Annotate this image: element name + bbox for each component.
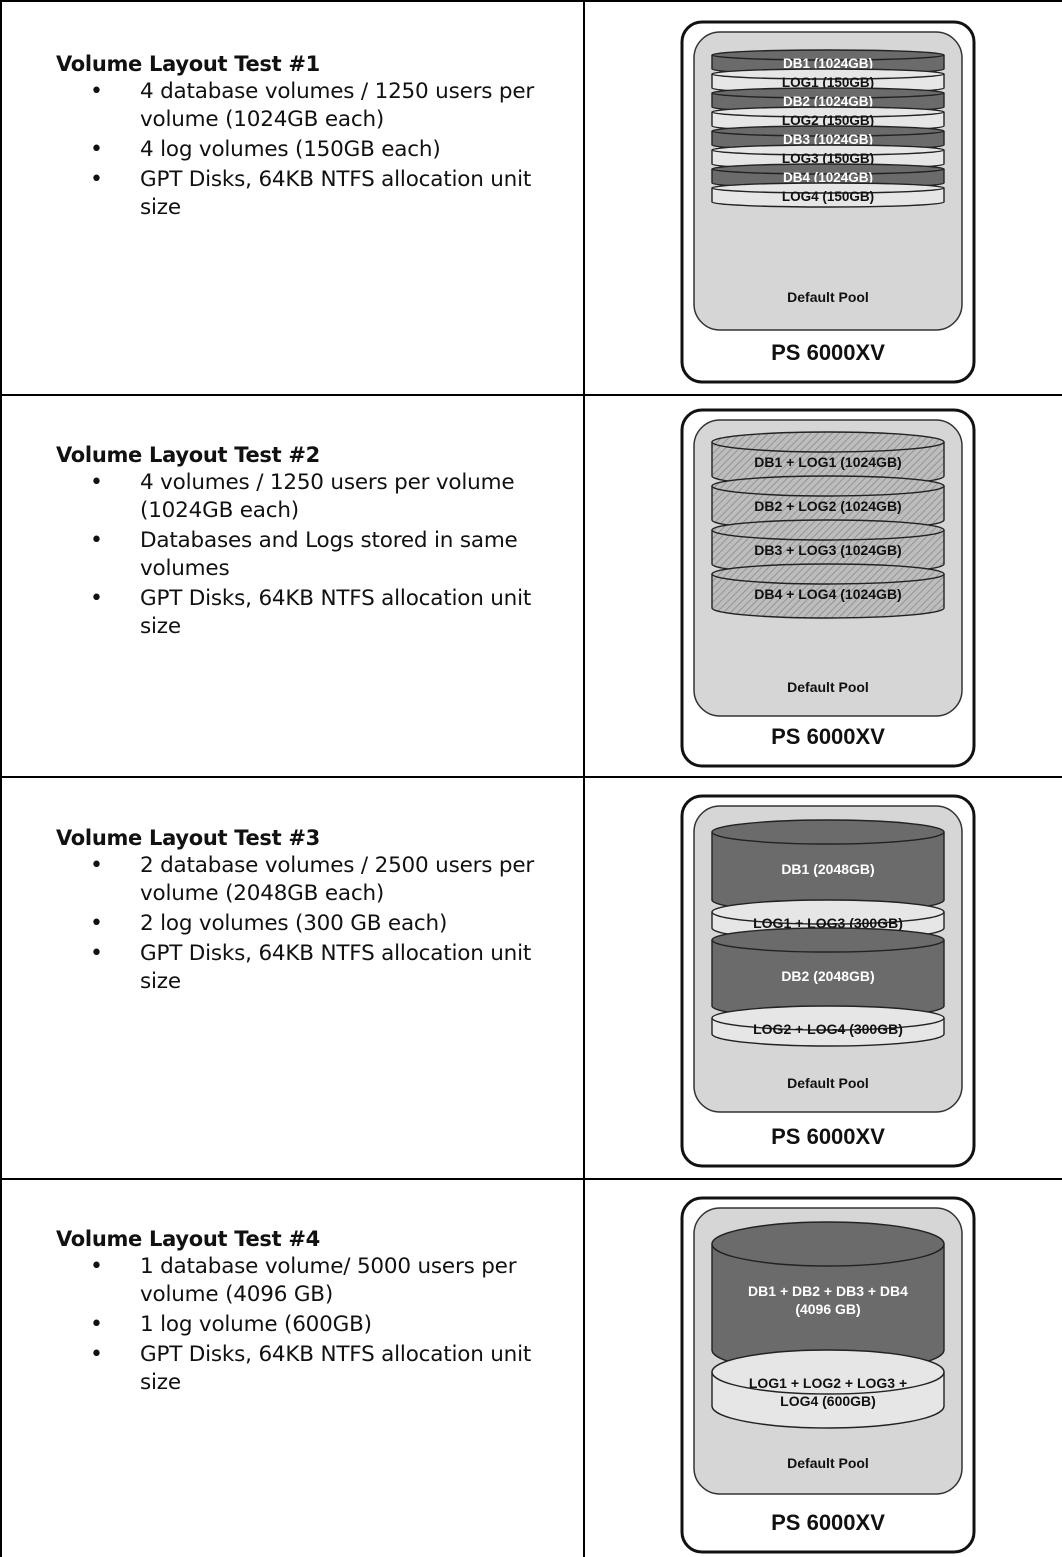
volume-label: DB1 + LOG1 (1024GB) xyxy=(754,454,901,470)
pool-label: Default Pool xyxy=(787,289,869,305)
test-4-diagram: DB1 + DB2 + DB3 + DB4(4096 GB) LOG1 + LOG… xyxy=(680,1196,976,1554)
bullet-icon: • xyxy=(90,911,103,936)
list-item: •GPT Disks, 64KB NTFS allocation unit si… xyxy=(90,167,532,220)
array-model-label: PS 6000XV xyxy=(771,340,885,365)
row-divider-3 xyxy=(0,1178,1062,1180)
volume-label: DB4 (1024GB) xyxy=(783,170,873,185)
list-item: •1 database volume/ 5000 users per volum… xyxy=(90,1254,517,1307)
storage-array-diagram: DB1 (2048GB) LOG1 + LOG3 (300GB) DB2 (2048… xyxy=(680,794,976,1168)
test-3-bullets: •2 database volumes / 2500 users per vol… xyxy=(56,852,576,996)
database-volume-cylinder: DB1 (2048GB) xyxy=(711,819,945,913)
test-2-diagram: DB1 + LOG1 (1024GB) DB2 + LOG2 (1024GB) DB… xyxy=(680,408,976,768)
list-item: •4 log volumes (150GB each) xyxy=(90,137,441,162)
database-volume-cylinder: DB2 + LOG2 (1024GB) xyxy=(711,475,945,531)
array-model-label: PS 6000XV xyxy=(771,1510,885,1535)
volume-label: DB2 + LOG2 (1024GB) xyxy=(754,498,901,514)
list-item: •GPT Disks, 64KB NTFS allocation unit si… xyxy=(90,1342,532,1395)
volume-label: LOG3 (150GB) xyxy=(782,151,874,166)
bullet-icon: • xyxy=(90,941,103,966)
volume-label: DB3 + LOG3 (1024GB) xyxy=(754,542,901,558)
table-column-divider xyxy=(583,0,585,1557)
bullet-icon: • xyxy=(90,137,103,162)
test-4-title: Volume Layout Test #4 xyxy=(56,1227,320,1251)
list-item: •GPT Disks, 64KB NTFS allocation unit si… xyxy=(90,586,532,639)
bullet-icon: • xyxy=(90,1342,103,1367)
row-divider-1 xyxy=(0,394,1062,396)
test-2-bullets: •4 volumes / 1250 users per volume (1024… xyxy=(56,469,576,641)
list-item: •2 database volumes / 2500 users per vol… xyxy=(90,853,534,906)
database-volume-cylinder: DB1 (1024GB) xyxy=(711,49,945,75)
test-4-description: Volume Layout Test #4 •1 database volume… xyxy=(56,1227,576,1399)
volume-label: DB4 + LOG4 (1024GB) xyxy=(754,586,901,602)
volume-label: LOG1 (150GB) xyxy=(782,75,874,90)
volume-label: DB3 (1024GB) xyxy=(783,132,873,147)
bullet-icon: • xyxy=(90,528,103,553)
test-4-bullets: •1 database volume/ 5000 users per volum… xyxy=(56,1253,576,1397)
database-volume-cylinder: DB3 + LOG3 (1024GB) xyxy=(711,519,945,575)
list-item: •GPT Disks, 64KB NTFS allocation unit si… xyxy=(90,941,532,994)
array-model-label: PS 6000XV xyxy=(771,1124,885,1149)
list-item: •Databases and Logs stored in same volum… xyxy=(90,528,518,581)
list-item: •4 database volumes / 1250 users per vol… xyxy=(90,79,534,132)
bullet-icon: • xyxy=(90,1254,103,1279)
storage-array-diagram: DB1 + LOG1 (1024GB) DB2 + LOG2 (1024GB) DB… xyxy=(680,408,976,768)
bullet-icon: • xyxy=(90,470,103,495)
database-volume-cylinder: DB1 + LOG1 (1024GB) xyxy=(711,431,945,487)
test-2-title: Volume Layout Test #2 xyxy=(56,443,320,467)
log-volume-cylinder: LOG2 + LOG4 (300GB) xyxy=(711,1005,945,1047)
array-model-label: PS 6000XV xyxy=(771,724,885,749)
log-volume-cylinder: LOG1 + LOG2 + LOG3 +LOG4 (600GB) xyxy=(711,1349,945,1429)
storage-array-diagram: DB1 (1024GB) LOG1 (150GB) DB2 (1024GB) LOG2… xyxy=(680,20,976,384)
test-3-title: Volume Layout Test #3 xyxy=(56,826,320,850)
log-volume-cylinder: LOG4 (150GB) xyxy=(711,182,945,208)
list-item: •2 log volumes (300 GB each) xyxy=(90,911,448,936)
volume-label: LOG2 (150GB) xyxy=(782,113,874,128)
database-volume-cylinder: DB4 + LOG4 (1024GB) xyxy=(711,563,945,619)
volume-label: LOG2 + LOG4 (300GB) xyxy=(753,1021,903,1037)
table-left-border xyxy=(0,0,2,1557)
pool-label: Default Pool xyxy=(787,1455,869,1471)
volume-label: LOG1 + LOG3 (300GB) xyxy=(753,915,903,931)
test-1-bullets: •4 database volumes / 1250 users per vol… xyxy=(56,78,576,222)
bullet-icon: • xyxy=(90,167,103,192)
test-3-description: Volume Layout Test #3 •2 database volume… xyxy=(56,826,576,998)
database-volume-cylinder: DB1 + DB2 + DB3 + DB4(4096 GB) xyxy=(711,1221,945,1373)
volume-label: DB1 (1024GB) xyxy=(783,56,873,71)
volume-label: LOG4 (150GB) xyxy=(782,189,874,204)
volume-label: DB2 (1024GB) xyxy=(783,94,873,109)
volume-label: LOG1 + LOG2 + LOG3 +LOG4 (600GB) xyxy=(749,1375,907,1409)
test-1-title: Volume Layout Test #1 xyxy=(56,52,320,76)
pool-label: Default Pool xyxy=(787,679,869,695)
pool-label: Default Pool xyxy=(787,1075,869,1091)
database-volume-cylinder: DB2 (2048GB) xyxy=(711,927,945,1019)
bullet-icon: • xyxy=(90,79,103,104)
volume-label: DB1 + DB2 + DB3 + DB4(4096 GB) xyxy=(748,1283,908,1317)
row-divider-2 xyxy=(0,776,1062,778)
bullet-icon: • xyxy=(90,586,103,611)
bullet-icon: • xyxy=(90,853,103,878)
volume-label: DB2 (2048GB) xyxy=(781,968,874,984)
list-item: •4 volumes / 1250 users per volume (1024… xyxy=(90,470,515,523)
test-1-description: Volume Layout Test #1 •4 database volume… xyxy=(56,52,576,224)
storage-array-diagram: DB1 + DB2 + DB3 + DB4(4096 GB) LOG1 + LOG… xyxy=(680,1196,976,1554)
volume-label: DB1 (2048GB) xyxy=(781,861,874,877)
bullet-icon: • xyxy=(90,1312,103,1337)
table-top-border xyxy=(0,0,1062,2)
test-1-diagram: DB1 (1024GB) LOG1 (150GB) DB2 (1024GB) LOG2… xyxy=(680,20,976,384)
test-2-description: Volume Layout Test #2 •4 volumes / 1250 … xyxy=(56,443,576,643)
list-item: •1 log volume (600GB) xyxy=(90,1312,372,1337)
test-3-diagram: DB1 (2048GB) LOG1 + LOG3 (300GB) DB2 (2048… xyxy=(680,794,976,1168)
